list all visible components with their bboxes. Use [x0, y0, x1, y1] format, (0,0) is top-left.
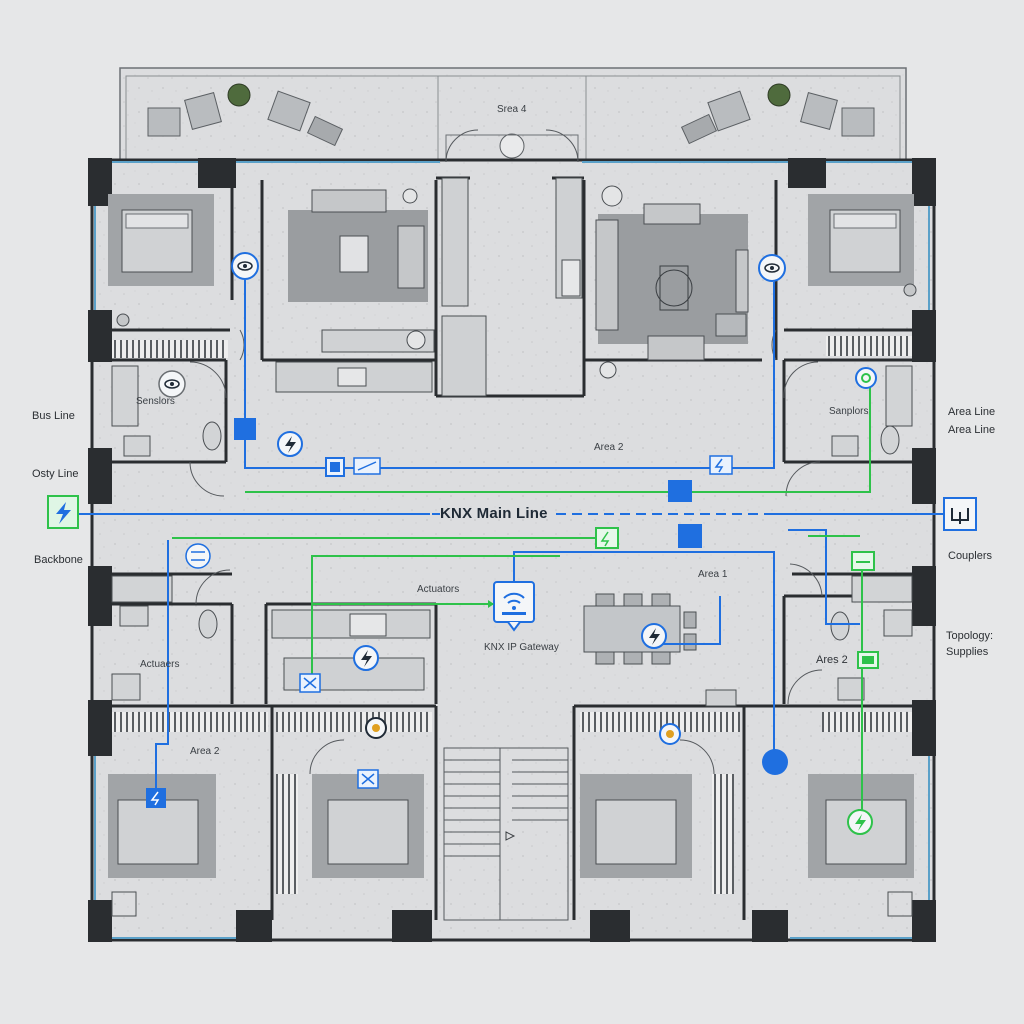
bus-left-drop — [155, 540, 169, 796]
sensors-right-label: Sanplors — [829, 406, 869, 417]
sensors-left-label: Senslors — [136, 396, 175, 407]
coupler-device-icon[interactable] — [943, 497, 977, 531]
gateway-node[interactable] — [493, 581, 535, 632]
power-supply-icon[interactable] — [47, 495, 79, 529]
area-line-label-1: Area Line — [948, 406, 996, 418]
gateway-label: KNX IP Gateway — [484, 642, 559, 653]
line-coupler-icon[interactable] — [595, 527, 619, 549]
topology-label: Topology: — [946, 630, 994, 642]
supplies-label: Supplies — [946, 646, 989, 658]
doors — [189, 129, 823, 775]
coupler-icon[interactable] — [325, 457, 345, 477]
line-coupler-icon[interactable] — [353, 457, 381, 475]
bedroom-bottom-center-right — [580, 712, 740, 894]
line-coupler-icon[interactable] — [146, 788, 166, 808]
area-line-label-2: Area Line — [948, 424, 996, 436]
lower-kitchen — [271, 609, 431, 691]
line-coupler-icon[interactable] — [857, 651, 879, 669]
bus-right-short — [788, 529, 860, 625]
arrows — [488, 600, 516, 841]
sensor-icon[interactable] — [758, 254, 786, 282]
living-room-left — [275, 188, 435, 393]
kitchen-core — [441, 177, 583, 397]
area2-lower-left-label: Area 2 — [190, 746, 220, 757]
gear-actuator-icon[interactable] — [855, 367, 877, 389]
power-supply-nodes[interactable] — [47, 495, 977, 531]
bedroom-top-right — [808, 194, 917, 356]
area4-label: Srea 4 — [497, 104, 527, 115]
bus-gateway — [513, 551, 775, 760]
line-coupler-icon[interactable] — [851, 551, 875, 571]
backbone-label: Backbone — [34, 554, 83, 566]
living-room-right — [595, 185, 749, 379]
bedroom-top-left — [108, 194, 228, 358]
bus-top-center — [330, 282, 775, 469]
area-line-top — [245, 380, 871, 493]
blue-bus-lines — [76, 280, 946, 796]
line-kitchen — [311, 555, 560, 604]
lightning-actuator-icon[interactable] — [847, 809, 873, 835]
coupler-nodes[interactable] — [146, 418, 879, 808]
sensor-drop-left — [244, 280, 330, 469]
lightning-actuator-icon[interactable] — [353, 645, 379, 671]
wifi-gateway-icon[interactable] — [493, 581, 535, 632]
line-coupler-icon[interactable] — [709, 455, 733, 475]
lightning-actuator-icon[interactable] — [641, 623, 667, 649]
main-line-label: KNX Main Line — [440, 505, 548, 522]
bedroom-bottom-left — [108, 712, 268, 917]
endpoint-icon[interactable] — [762, 749, 788, 775]
area1-label: Area 1 — [698, 569, 728, 580]
actuators-left-label: Actuaers — [140, 659, 180, 670]
coupler-icon[interactable] — [678, 524, 702, 548]
actuator-nodes[interactable] — [277, 367, 877, 835]
gear-actuator-icon[interactable] — [659, 723, 681, 745]
osty-line-label: Osty Line — [32, 468, 79, 480]
bus-line-label: Bus Line — [32, 410, 75, 422]
sensor-icon[interactable] — [231, 252, 259, 280]
coupler-icon[interactable] — [668, 480, 692, 502]
lightning-actuator-icon[interactable] — [277, 431, 303, 457]
sensor-icon[interactable] — [158, 370, 186, 398]
bedroom-bottom-center-left — [276, 712, 432, 894]
area2-top-label: Area 2 — [594, 442, 624, 453]
coupler-icon[interactable] — [234, 418, 256, 440]
couplers-label: Couplers — [948, 550, 993, 562]
sensor-icon[interactable] — [185, 543, 211, 569]
sensor-nodes[interactable] — [158, 252, 786, 569]
terrace — [119, 67, 907, 164]
stairwell — [443, 747, 569, 921]
line-coupler-icon[interactable] — [299, 673, 321, 693]
gear-actuator-icon[interactable] — [365, 717, 387, 739]
line-coupler-icon[interactable] — [357, 769, 379, 789]
area2-right-label: Ares 2 — [816, 654, 848, 666]
actuators-center-label: Actuators — [417, 584, 460, 595]
